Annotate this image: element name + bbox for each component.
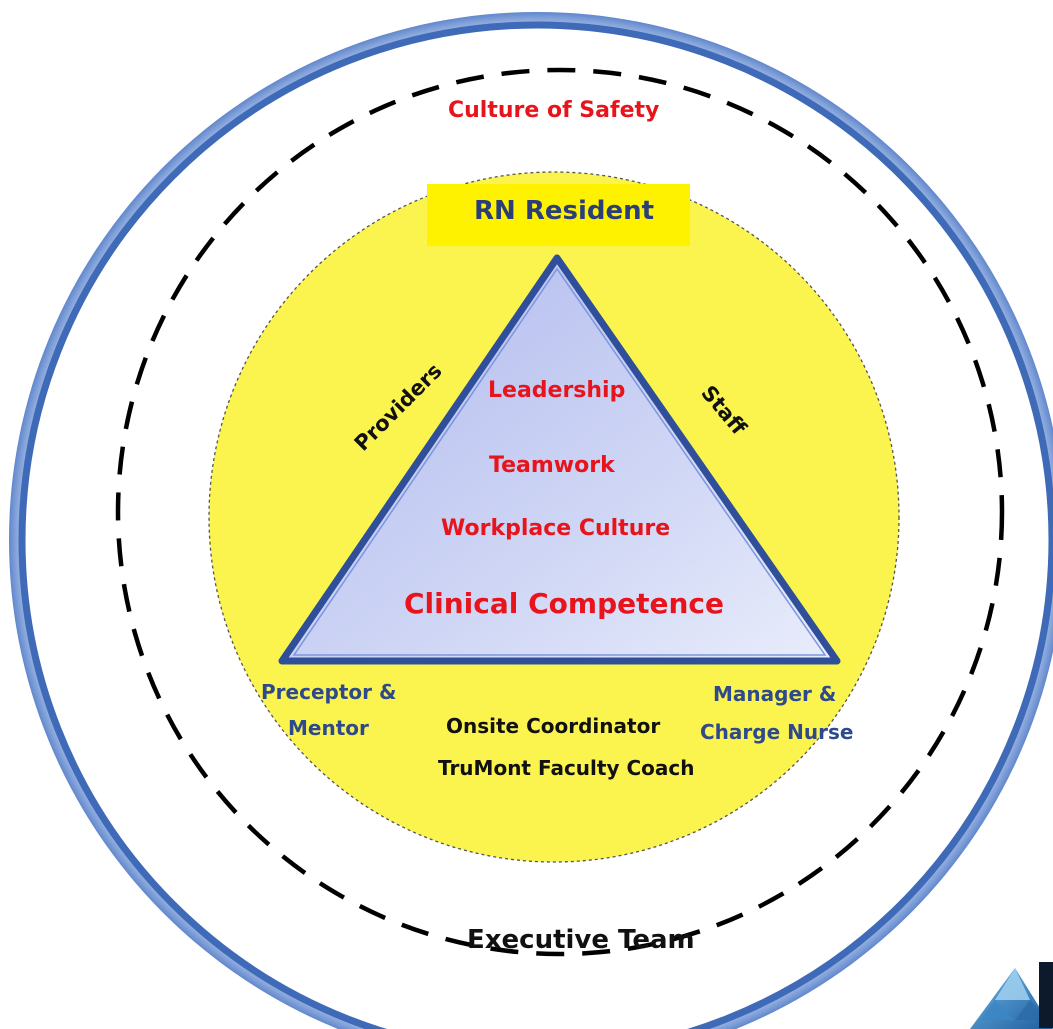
onsite-coordinator-label: Onsite Coordinator <box>446 714 661 738</box>
triangle-inner-highlight <box>292 267 827 656</box>
preceptor-label-line1: Preceptor & <box>261 680 397 704</box>
dashed-safety-ring <box>115 67 1005 957</box>
rn-resident-label: RN Resident <box>474 196 655 226</box>
faculty-coach-label: TruMont Faculty Coach <box>438 756 695 780</box>
competency-triangle <box>278 254 841 665</box>
workplace-culture-label: Workplace Culture <box>441 516 671 541</box>
manager-label-line2: Charge Nurse <box>700 720 854 744</box>
preceptor-label-line2: Mentor <box>288 716 369 740</box>
manager-label-line1: Manager & <box>713 682 837 706</box>
executive-team-label: Executive Team <box>467 925 695 955</box>
clinical-competence-label: Clinical Competence <box>404 587 725 620</box>
triangle-logo-icon <box>970 962 1053 1029</box>
culture-of-safety-label: Culture of Safety <box>448 98 660 123</box>
teamwork-label: Teamwork <box>489 453 615 478</box>
rn-resident-box <box>427 184 690 246</box>
leadership-label: Leadership <box>488 378 626 403</box>
